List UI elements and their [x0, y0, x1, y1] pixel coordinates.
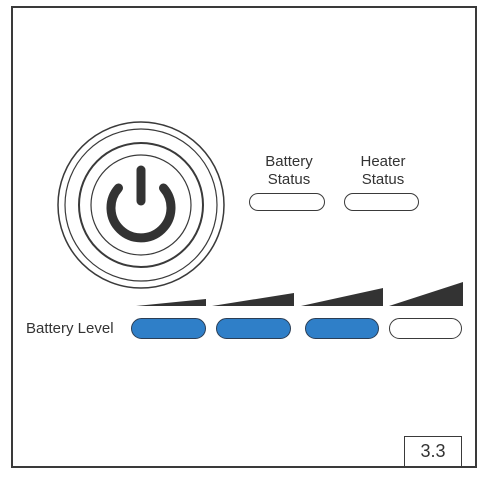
level-ramp-bar-2: [212, 293, 294, 306]
battery-level-segment-2: [216, 318, 291, 339]
battery-level-segment-4: [389, 318, 462, 339]
level-ramp-bar-4: [389, 282, 463, 306]
heater-status-label: Heater Status: [360, 153, 406, 188]
level-ramp-bar-3: [301, 288, 383, 306]
battery-status-indicator: [249, 193, 325, 211]
battery-level-segment-1: [131, 318, 206, 339]
version-text: 3.3: [420, 441, 446, 461]
battery-status-label: Battery Status: [265, 153, 313, 188]
level-ramp-bar-1: [136, 299, 206, 306]
battery-level-label: Battery Level: [26, 320, 114, 337]
version-badge: 3.3: [404, 436, 462, 467]
heater-status-indicator: [344, 193, 419, 211]
battery-level-segment-3: [305, 318, 379, 339]
power-icon: [106, 165, 176, 243]
